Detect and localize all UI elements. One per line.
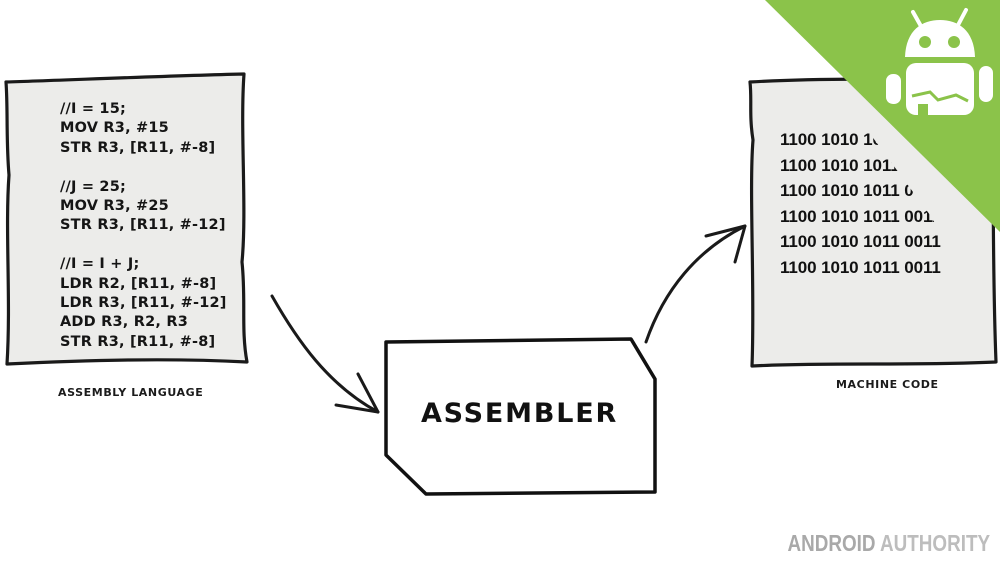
arrow-to-assembler [270,294,380,414]
assembly-source-sheet [4,72,249,366]
android-robot-icon [886,8,993,116]
assembly-language-caption: ASSEMBLY LANGUAGE [58,386,204,399]
assembler-label: ASSEMBLER [420,398,619,429]
watermark-part2: AUTHORITY [879,530,990,556]
code-line: //J = 25; [60,178,127,195]
arrowhead-to-assembler [334,372,380,414]
code-line: LDR R3, [R11, #-12] [60,294,227,311]
code-line: STR R3, [R11, #-8] [60,333,216,350]
watermark-part1: ANDROID [787,530,876,556]
code-line: LDR R2, [R11, #-8] [60,275,217,292]
corner-banner [765,0,1000,232]
binary-line: 1100 1010 1011 0011 [780,257,941,277]
arrowhead-to-machine-code [704,224,747,264]
code-line: //I = I + J; [60,256,140,273]
assembly-code: //I = 15; MOV R3, #15 STR R3, [R11, #-8]… [60,100,227,352]
code-line: STR R3, [R11, #-12] [60,217,226,234]
code-line [60,236,227,255]
arrow-to-machine-code [644,224,747,344]
code-line: ADD R3, R2, R3 [60,314,189,331]
binary-line: 1100 1010 1011 0011 [780,206,941,226]
code-line: MOV R3, #15 [60,120,169,137]
binary-line: 1100 1010 1011 0011 [780,232,941,251]
code-line: //I = 15; [60,101,127,117]
code-line: STR R3, [R11, #-8] [60,139,216,156]
code-line: MOV R3, #25 [60,197,169,214]
assembler-box [384,337,657,496]
android-authority-watermark: ANDROID AUTHORITY [787,530,990,557]
machine-code-caption: MACHINE CODE [836,378,939,391]
code-line [60,158,227,177]
